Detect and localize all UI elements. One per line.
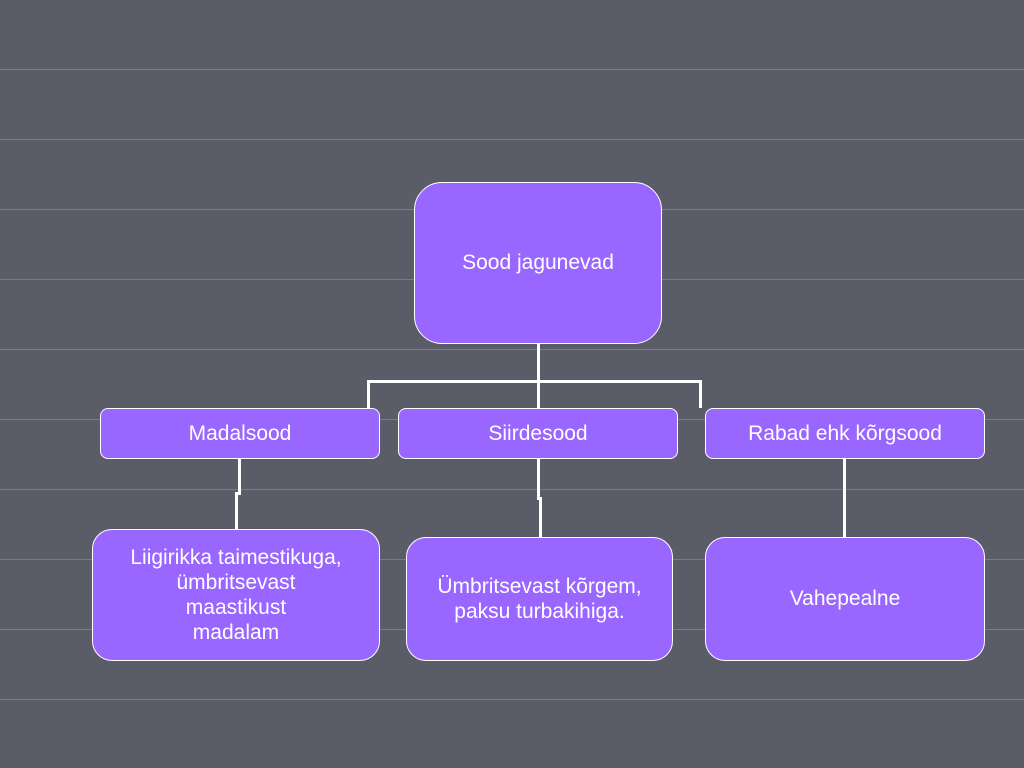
category-label: Madalsood xyxy=(188,421,292,445)
root-node-label: Sood jagunevad xyxy=(462,251,614,275)
connector-to-rabad xyxy=(699,380,702,408)
connector-madalsood-jog xyxy=(235,492,241,495)
background-stripe xyxy=(0,489,1024,490)
background-stripe xyxy=(0,349,1024,350)
description-node-siirdesood: Ümbritsevast kõrgem, paksu turbakihiga. xyxy=(406,537,673,661)
connector-rabad-vertical xyxy=(843,459,846,537)
background-stripe xyxy=(0,139,1024,140)
background-stripe xyxy=(0,69,1024,70)
connector-madalsood-lower xyxy=(235,492,238,529)
category-node-rabad: Rabad ehk kõrgsood xyxy=(705,408,985,459)
category-label: Rabad ehk kõrgsood xyxy=(748,421,942,445)
category-node-siirdesood: Siirdesood xyxy=(398,408,678,459)
description-text: Vahepealne xyxy=(789,587,901,611)
description-text: Ümbritsevast kõrgem, paksu turbakihiga. xyxy=(437,574,642,623)
connector-siirdesood-upper xyxy=(537,459,540,499)
connector-horizontal-bar xyxy=(367,380,702,383)
connector-to-madalsood xyxy=(367,380,370,408)
connector-siirdesood-lower xyxy=(539,497,542,537)
connector-madalsood-upper xyxy=(238,459,241,494)
category-node-madalsood: Madalsood xyxy=(100,408,380,459)
connector-root-stem xyxy=(537,344,540,408)
background-stripe xyxy=(0,699,1024,700)
root-node: Sood jagunevad xyxy=(414,182,662,344)
description-node-madalsood: Liigirikka taimestikuga, ümbritsevast ma… xyxy=(92,529,380,661)
description-node-rabad: Vahepealne xyxy=(705,537,985,661)
category-label: Siirdesood xyxy=(488,421,588,445)
description-text: Liigirikka taimestikuga, ümbritsevast ma… xyxy=(130,545,342,645)
